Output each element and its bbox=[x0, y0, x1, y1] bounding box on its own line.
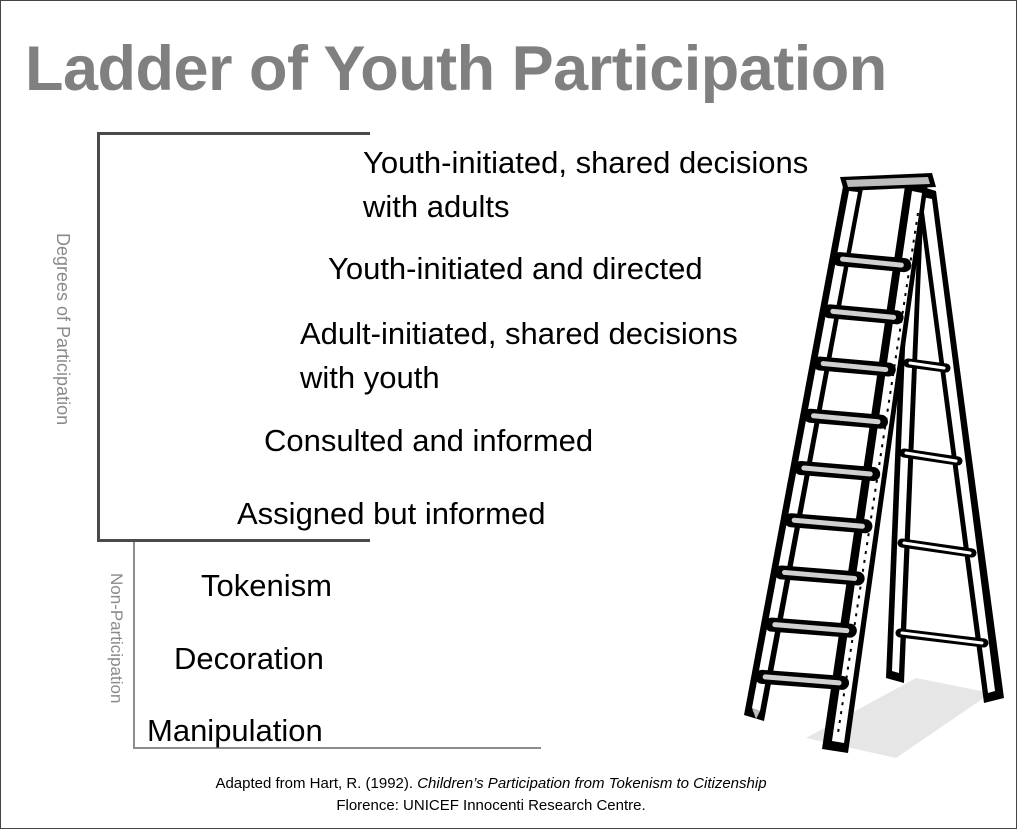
rung-tokenism: Tokenism bbox=[201, 568, 332, 603]
non-participation-label: Non-Participation bbox=[107, 573, 126, 704]
rung-manipulation: Manipulation bbox=[147, 713, 323, 748]
non-participation-bracket-side bbox=[133, 542, 135, 748]
rung-adult-initiated-shared: Adult-initiated, shared decisions with y… bbox=[300, 312, 738, 400]
ladder-rung bbox=[840, 256, 904, 268]
citation-line-2: Florence: UNICEF Innocenti Research Cent… bbox=[336, 797, 646, 814]
ladder-rung bbox=[820, 361, 889, 373]
rung-line: with youth bbox=[300, 360, 440, 395]
rung-line: Adult-initiated, shared decisions bbox=[300, 316, 738, 351]
citation-prefix: Adapted from Hart, R. (1992). bbox=[215, 775, 418, 792]
non-participation-bracket-bottom bbox=[133, 747, 541, 749]
rung-consulted-informed: Consulted and informed bbox=[264, 423, 594, 458]
citation: Adapted from Hart, R. (1992). Children’s… bbox=[1, 773, 981, 817]
ladder-rung bbox=[811, 413, 881, 425]
ladder-rung bbox=[801, 465, 873, 477]
rung-assigned-informed: Assigned but informed bbox=[237, 496, 546, 531]
citation-line-1: Adapted from Hart, R. (1992). Children’s… bbox=[1, 773, 981, 795]
citation-work-title: Children’s Participation from Tokenism t… bbox=[417, 775, 767, 792]
participation-bracket-bottom bbox=[97, 539, 370, 542]
degrees-of-participation-label: Degrees of Participation bbox=[53, 233, 73, 426]
ladder-rung bbox=[782, 569, 858, 581]
ladder-rung bbox=[772, 622, 850, 634]
rung-youth-initiated-shared: Youth-initiated, shared decisions with a… bbox=[363, 141, 808, 229]
stepladder-icon bbox=[744, 173, 1004, 758]
participation-bracket-side bbox=[97, 132, 100, 542]
rung-line: with adults bbox=[363, 189, 510, 224]
ladder-rung bbox=[791, 517, 865, 529]
rung-decoration: Decoration bbox=[174, 641, 324, 676]
page-title: Ladder of Youth Participation bbox=[25, 34, 887, 104]
ladder-rung bbox=[762, 674, 842, 686]
rung-line: Youth-initiated, shared decisions bbox=[363, 145, 809, 180]
rung-youth-initiated-directed: Youth-initiated and directed bbox=[328, 251, 703, 286]
ladder-rung bbox=[830, 308, 897, 320]
participation-bracket-top bbox=[97, 132, 370, 135]
